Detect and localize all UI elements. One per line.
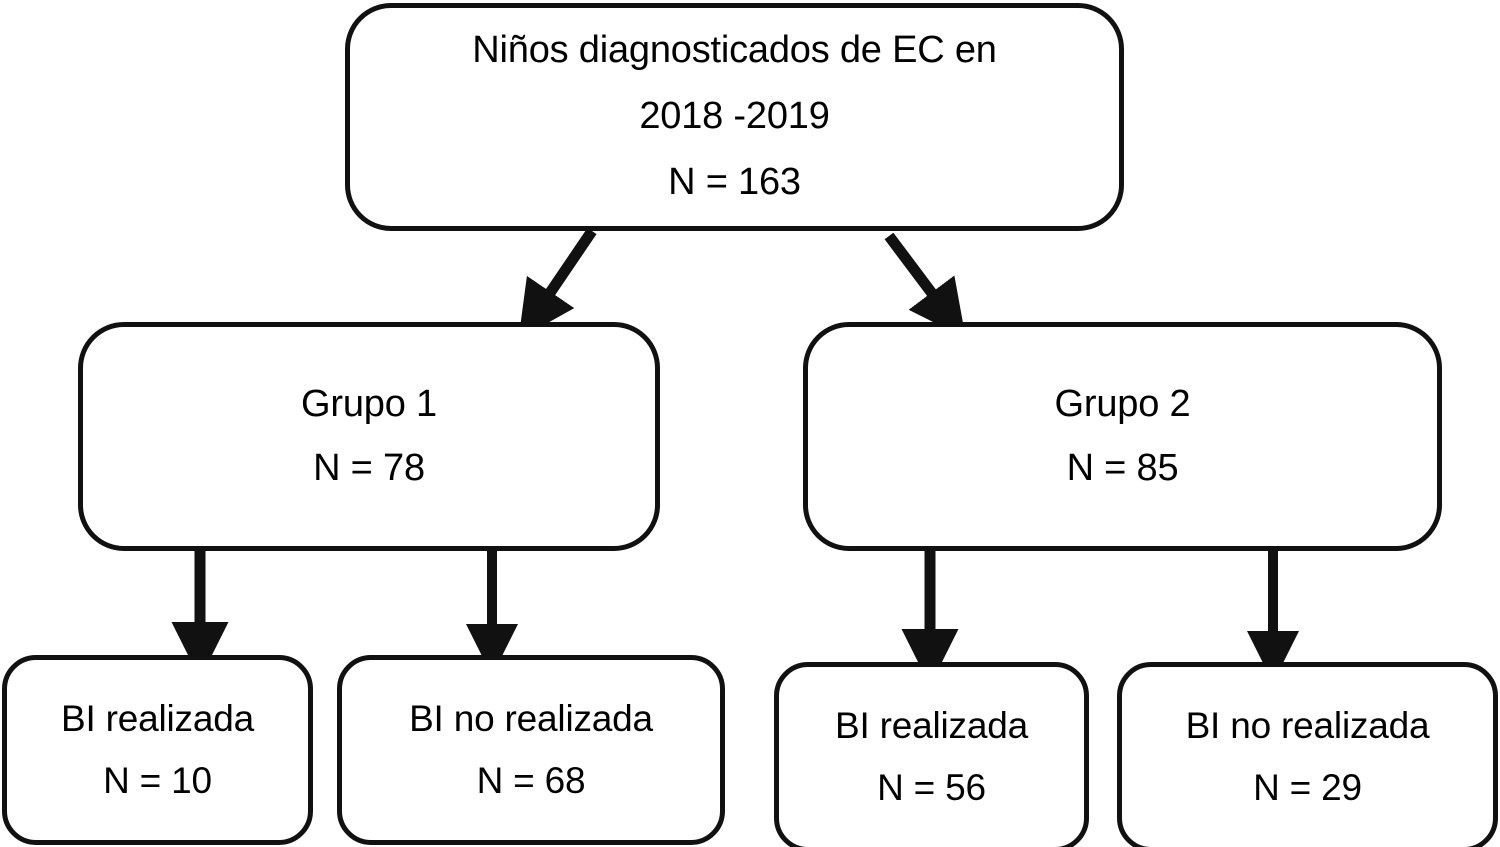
flowchart-node-group-2: Grupo 2 N = 85 [803,322,1442,551]
edge-root-to-group-1 [518,227,597,340]
node-leaf-3-count: N = 56 [877,767,986,808]
flowchart-node-group-1: Grupo 1 N = 78 [78,322,660,551]
node-leaf-4-label: BI no realizada [1185,704,1430,746]
node-group-2-label: Grupo 2 [1054,382,1191,425]
node-root-line-2: 2018 -2019 [639,95,830,138]
node-leaf-1-count: N = 10 [103,760,212,801]
flowchart-node-root: Niños diagnosticados de EC en 2018 -2019… [345,3,1124,231]
node-root-line-3: N = 163 [668,160,801,203]
node-group-1-count: N = 78 [313,446,425,489]
node-group-1-label: Grupo 1 [301,382,437,425]
node-root-line-1: Niños diagnosticados de EC en [472,29,997,72]
edge-root-to-group-2 [884,232,966,339]
node-leaf-4-count: N = 29 [1253,767,1362,808]
node-leaf-2-count: N = 68 [476,760,586,801]
node-group-2-count: N = 85 [1066,446,1179,489]
flowchart-node-leaf-1: BI realizada N = 10 [2,655,313,845]
flowchart-node-leaf-3: BI realizada N = 56 [774,662,1089,847]
node-leaf-3-label: BI realizada [835,704,1028,746]
node-leaf-2-label: BI no realizada [409,697,653,739]
flowchart-node-leaf-2: BI no realizada N = 68 [337,655,725,845]
node-leaf-1-label: BI realizada [61,697,254,739]
flowchart-node-leaf-4: BI no realizada N = 29 [1117,662,1498,847]
